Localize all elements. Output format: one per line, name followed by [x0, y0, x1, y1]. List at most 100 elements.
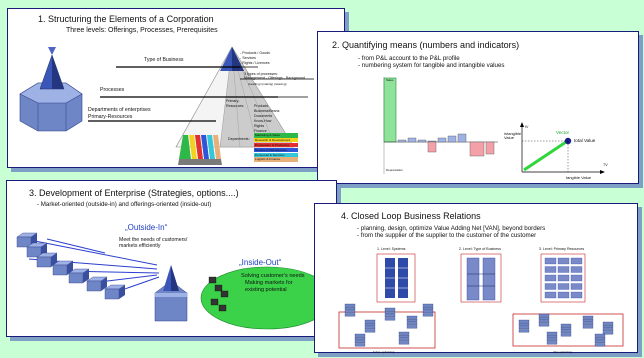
inside-out-desc-0: Solving customer's needs [241, 273, 305, 279]
enterprise-box [68, 268, 90, 284]
corporation-pyramid-diagram [19, 46, 314, 165]
department-bar-5: Logistic & Finance [254, 157, 298, 163]
level-2-label: 2. Level: Type of Business [459, 247, 501, 251]
process-types-label: 3 types of processes: [244, 72, 278, 76]
network-node-before [406, 315, 418, 329]
pl-profile-bar [457, 133, 467, 143]
resource-cell [557, 257, 570, 265]
iv-label: IV [525, 125, 529, 129]
inside-out-box [218, 304, 227, 312]
process-row-label: Management - Offerings - Background [244, 76, 306, 80]
slide-2-title: 2. Quantifying means (numbers and indica… [332, 40, 520, 50]
pl-profile-chart [383, 77, 498, 174]
pl-profile-bar [437, 137, 447, 143]
departments-short-label: Departments: [228, 137, 250, 141]
network-node-before [422, 303, 434, 317]
slide-2-quantifying: 2. Quantifying means (numbers and indica… [317, 31, 639, 184]
slide-3-subtitle: - Market-oriented (outside-in) and offer… [37, 201, 212, 208]
resource-cell [570, 291, 583, 299]
slide-4-bullet-0: - planning, design, optimize Value Addin… [357, 225, 546, 232]
resource-cell [557, 274, 570, 282]
resource-item-2: Documents [254, 114, 273, 118]
slide-1-structuring: 1. Structuring the Elements of a Corpora… [7, 8, 345, 168]
slide-2-bullet-1: - numbering system for tangible and inta… [358, 62, 505, 69]
resource-cell [544, 266, 557, 273]
inside-out-desc-2: existing potential [245, 287, 287, 293]
resource-cell [544, 257, 557, 265]
chart-bottom-label: Depreciation [386, 168, 403, 172]
enterprise-development-diagram [16, 232, 334, 330]
slide-4-closed-loop: 4. Closed Loop Business Relations - plan… [314, 203, 638, 354]
resource-item-0: Products [254, 104, 269, 108]
network-node-before [344, 303, 356, 317]
enterprise-box [104, 284, 126, 300]
resource-cell [557, 291, 570, 299]
department-bar-1: Research & Development [254, 137, 298, 143]
resource-cell [570, 266, 583, 273]
chart-top-label: Sales [386, 78, 394, 82]
department-bar-0: Marketing & Sales [254, 133, 298, 138]
network-node-before [398, 331, 410, 345]
pl-profile-bar [469, 141, 485, 157]
offerings-item-0: - Products / Goods [240, 51, 270, 55]
pl-profile-bar [417, 139, 427, 143]
resource-item-4: Rights [254, 124, 265, 128]
type-of-business-label: Type of Business [144, 57, 184, 63]
pl-profile-bar [397, 139, 407, 143]
resource-cell [544, 291, 557, 299]
pl-profile-bar [485, 141, 495, 155]
outside-in-label: „Outside-In“ [125, 223, 168, 232]
inside-out-box [220, 290, 229, 298]
primary-label: Primary- [226, 99, 240, 103]
resource-cell [544, 274, 557, 282]
slide-4-bullet-1: - from the supplier of the supplier to t… [357, 232, 537, 239]
resource-cell [570, 274, 583, 282]
resource-cell [570, 283, 583, 290]
departments-label: Departments of enterprises [88, 107, 151, 113]
department-bar-2: Preparation & Producing [254, 142, 298, 148]
after-optimizing-label: after optimizing [553, 350, 572, 354]
x-axis-label: tangible Value [566, 175, 592, 180]
tv-label: TV [603, 163, 608, 167]
network-node-before [384, 307, 396, 321]
inside-out-label: „Inside-Out“ [239, 258, 282, 267]
before-optimizing-label: before optimizing [373, 350, 395, 354]
resource-item-5: Finance [254, 129, 267, 133]
inside-out-box [214, 284, 223, 292]
inside-out-box [210, 298, 219, 306]
vector-label: Vector [556, 130, 570, 135]
resource-item-3: Know-How [254, 119, 272, 123]
level-3-label: 3. Level: Primary Resources [539, 247, 585, 251]
slide-4-title: 4. Closed Loop Business Relations [341, 211, 481, 221]
process-row-sub: (Leading) (making) (relaxing) [248, 82, 287, 86]
outside-in-desc-0: Meet the needs of customers/ [119, 237, 188, 243]
network-node-after [560, 323, 572, 337]
resources-label: Resources: [226, 104, 245, 108]
slide-3-title: 3. Development of Enterprise (Strategies… [29, 188, 239, 198]
network-node-before [354, 333, 366, 347]
resource-cell [570, 257, 583, 265]
value-vector-chart [520, 122, 605, 174]
inside-out-box [208, 276, 217, 284]
pl-profile-bar [427, 141, 437, 153]
total-value-label: total Value [574, 138, 596, 143]
resource-item-1: BusinessMeans [254, 109, 280, 113]
resource-cell [557, 266, 570, 273]
slide-3-development: 3. Development of Enterprise (Strategies… [6, 180, 337, 337]
resource-cell [544, 283, 557, 290]
network-node-after [546, 331, 558, 345]
offerings-item-1: - Services [240, 56, 256, 60]
network-node-after [594, 333, 606, 347]
network-node-after [518, 319, 530, 333]
primary-resources-label: Primary-Resources [88, 114, 133, 120]
department-bar-4: Personnel & Services [254, 152, 298, 158]
value-adding-net-diagram [338, 253, 624, 349]
slide-2-bullet-0: - from P&L account to the P&L profile [358, 55, 460, 62]
enterprise-box [86, 276, 108, 292]
slide-1-title: 1. Structuring the Elements of a Corpora… [38, 14, 214, 24]
y-axis-label: intangible Value [504, 131, 522, 141]
network-node-before [364, 319, 376, 333]
processes-label: Processes [100, 87, 125, 93]
pl-profile-bar [407, 137, 417, 143]
